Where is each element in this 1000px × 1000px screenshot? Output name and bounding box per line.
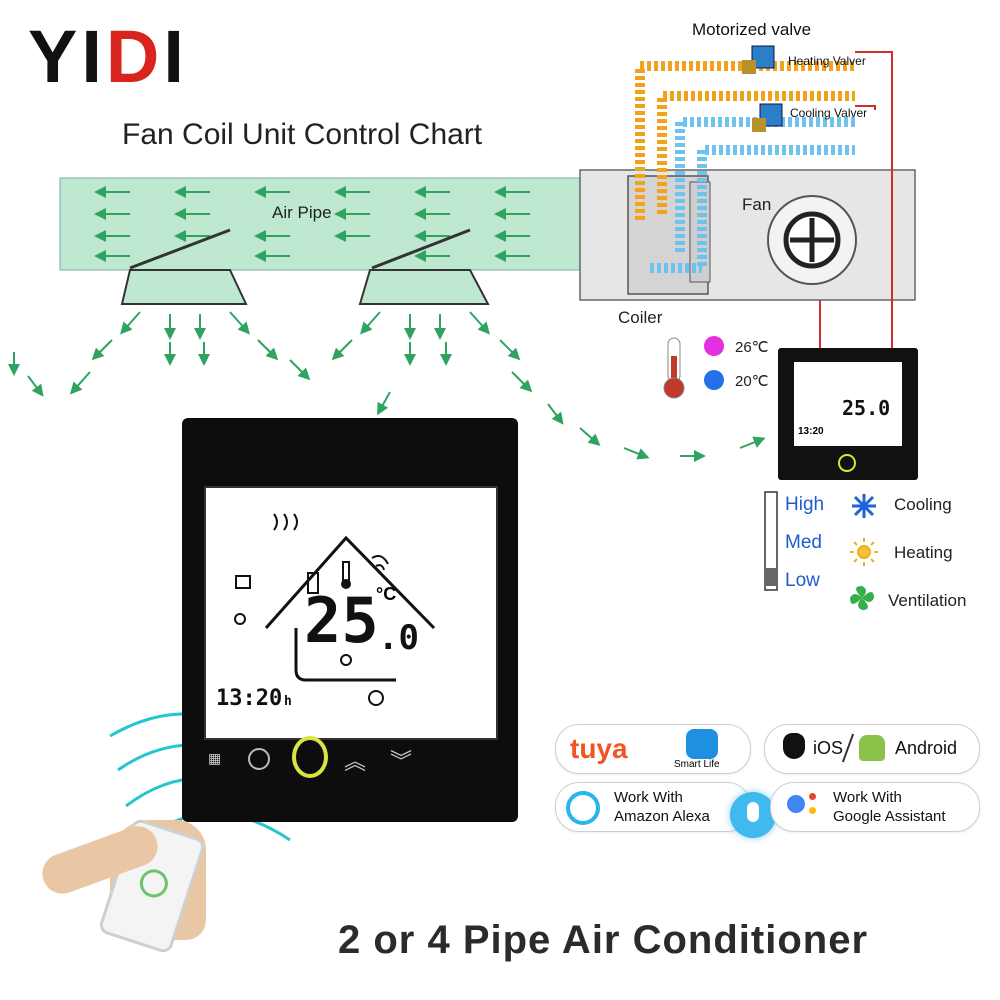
cold-indicator <box>704 370 724 390</box>
coiler-label: Coiler <box>618 308 663 327</box>
alexa-icon <box>566 791 600 825</box>
cooling-valve-icon <box>752 103 783 132</box>
brand-logo-part: D <box>105 15 164 98</box>
fan-label: Fan <box>742 195 772 214</box>
chart-title: Fan Coil Unit Control Chart <box>122 118 483 151</box>
alexa-line2: Amazon Alexa <box>614 808 710 825</box>
cooling-valve-label: Cooling Valver <box>790 106 868 120</box>
control-wires <box>819 51 893 348</box>
speed-slider-knob <box>764 568 778 586</box>
temperature-reading: 25 <box>304 584 379 657</box>
clock-suffix: h <box>284 694 292 709</box>
air-arrows <box>94 186 530 262</box>
fan-wheel <box>767 195 857 285</box>
tuya-logo: tuya <box>570 733 628 764</box>
platform-badge: iOS Android <box>764 724 980 774</box>
diffuser-right <box>358 228 490 305</box>
clock-icon <box>368 690 384 706</box>
fan-speed-low: Low <box>785 570 820 591</box>
wifi-icon <box>371 555 389 571</box>
alexa-line1: Work With <box>614 789 683 806</box>
motorized-valve-label: Motorized valve <box>692 20 812 39</box>
house-outline <box>234 513 436 706</box>
mode-cooling-label: Cooling <box>894 495 952 514</box>
thermostat-device: 25 .0 °C 13:20 h ▦ ︽ ︾ <box>182 418 518 822</box>
small-thermostat: 25.0 13:20 <box>778 348 918 480</box>
tuya-badge: tuya Smart Life <box>555 724 751 774</box>
fan-speed-med: Med <box>785 532 822 553</box>
cooling-pipes <box>650 117 855 273</box>
hot-indicator <box>704 336 724 356</box>
thermometer-icon <box>663 337 685 399</box>
diffuser-left <box>120 228 248 305</box>
android-icon <box>859 735 885 761</box>
heating-pipes <box>635 61 855 220</box>
brand-logo-part: I <box>163 15 188 98</box>
mode-heating-label: Heating <box>894 543 953 562</box>
google-assistant-icon <box>787 795 805 813</box>
brand-logo-part: YI <box>28 15 106 98</box>
air-pipe <box>59 177 581 271</box>
small-thermostat-time: 13:20 <box>798 426 824 437</box>
small-thermostat-screen: 25.0 13:20 <box>794 362 902 446</box>
phone-power-icon[interactable] <box>136 865 172 902</box>
thermostat-screen: 25 .0 °C 13:20 h <box>204 486 498 740</box>
footer-title: 2 or 4 Pipe Air Conditioner <box>338 918 869 962</box>
outflow-arrows <box>8 311 766 462</box>
up-button[interactable]: ︽ <box>344 749 367 774</box>
heating-valve-label: Heating Valver <box>788 54 866 68</box>
smart-life-icon <box>686 729 718 759</box>
heat-waves-icon <box>273 513 298 531</box>
cold-temperature: 20℃ <box>735 373 769 390</box>
divider <box>841 733 855 763</box>
sun-small-icon <box>340 654 352 666</box>
sun-icon <box>850 538 878 566</box>
down-button[interactable]: ︾ <box>390 749 413 774</box>
small-power-button[interactable] <box>838 454 856 472</box>
menu-button[interactable]: ▦ <box>208 750 222 766</box>
ios-label: iOS <box>813 738 844 758</box>
ventilation-icon <box>850 586 874 610</box>
mode-ventilation-label: Ventilation <box>888 591 967 610</box>
air-pipe-label: Air Pipe <box>272 203 332 222</box>
alexa-badge: Work With Amazon Alexa <box>555 782 751 832</box>
google-line2: Google Assistant <box>833 808 946 825</box>
smart-life-label: Smart Life <box>674 759 720 770</box>
google-line1: Work With <box>833 789 902 806</box>
fan-speed-high: High <box>785 494 825 515</box>
android-label: Android <box>895 738 958 758</box>
speed-slider-track <box>764 491 778 591</box>
clock-button[interactable] <box>248 748 270 770</box>
power-button[interactable] <box>292 736 328 778</box>
heating-valve-icon <box>742 45 775 74</box>
voice-mic-icon <box>730 792 776 838</box>
hot-temperature: 26℃ <box>735 339 769 356</box>
brand-logo: YIDI <box>28 14 188 99</box>
snowflake-icon <box>852 494 876 518</box>
small-thermostat-temp: 25.0 <box>842 396 891 420</box>
temperature-decimal: .0 <box>378 618 419 658</box>
schedule-icon <box>235 575 251 589</box>
google-assistant-badge: Work With Google Assistant <box>770 782 980 832</box>
clock-time: 13:20 <box>216 686 283 711</box>
temperature-unit: °C <box>376 584 397 604</box>
apple-icon <box>783 733 805 759</box>
